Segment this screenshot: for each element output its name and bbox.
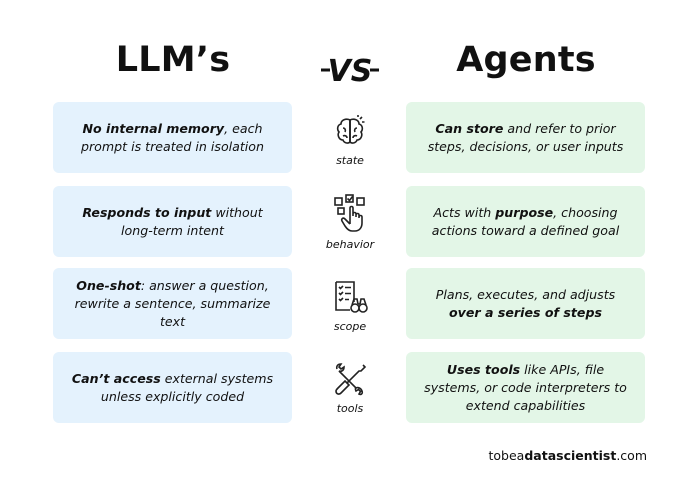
agent-tools-rest: like APIs, file systems, or code interpr… [424, 361, 627, 413]
agent-state-bold: Can store [435, 120, 504, 136]
footer-post: .com [616, 448, 647, 463]
llm-scope-bold: One-shot [76, 277, 141, 293]
row-scope-center: scope [315, 280, 385, 333]
llm-tools-bold: Can’t access [71, 370, 161, 386]
vs-text: VS [328, 54, 373, 88]
agent-behavior-bold: purpose [495, 204, 554, 220]
llm-card-tools: Can’t access external systems unless exp… [53, 352, 292, 423]
row-label-state: state [336, 154, 364, 167]
agent-scope-bold: over a series of steps [449, 304, 602, 320]
llm-title: LLM’s [115, 40, 231, 80]
agent-card-tools: Uses tools like APIs, file systems, or c… [406, 352, 645, 423]
llm-behavior-rest: without long-term intent [121, 204, 263, 238]
agents-title: Agents [456, 40, 596, 80]
llm-card-behavior: Responds to input without long-term inte… [53, 186, 292, 257]
row-label-behavior: behavior [325, 238, 375, 251]
row-behavior-center: behavior [315, 194, 385, 251]
llm-tools-rest: external systems unless explicitly coded [100, 370, 274, 404]
llm-state-rest: , each prompt is treated in isolation [81, 120, 264, 154]
agent-state-rest: and refer to prior steps, decisions, or … [427, 120, 624, 154]
llm-scope-rest: : answer a question, rewrite a sentence,… [74, 277, 271, 329]
llm-card-state: No internal memory, each prompt is treat… [53, 102, 292, 173]
llm-state-bold: No internal memory [82, 120, 225, 136]
hand-pointer-icon [334, 194, 365, 232]
wrench-screwdriver-icon [335, 363, 367, 396]
row-state-center: state [315, 114, 385, 167]
checklist-binoculars-icon [335, 281, 368, 313]
agent-scope-pre: Plans, executes, and adjusts [435, 286, 616, 302]
llm-behavior-bold: Responds to input [82, 204, 212, 220]
footer-website: tobeadatascientist.com [489, 448, 648, 463]
agent-tools-bold: Uses tools [446, 361, 521, 377]
row-label-tools: tools [336, 402, 364, 415]
agent-card-behavior: Acts with purpose, choosing actions towa… [406, 186, 645, 257]
agent-card-scope: Plans, executes, and adjusts over a seri… [406, 268, 645, 339]
brain-icon [336, 115, 365, 144]
llm-card-scope: One-shot: answer a question, rewrite a s… [53, 268, 292, 339]
row-label-scope: scope [333, 320, 367, 333]
agent-card-state: Can store and refer to prior steps, deci… [406, 102, 645, 173]
footer-bold: datascientist [524, 448, 617, 463]
vs-mark: VS [321, 54, 379, 88]
row-tools-center: tools [315, 362, 385, 415]
agent-behavior-rest: , choosing actions toward a defined goal [431, 204, 620, 238]
agent-behavior-pre: Acts with [433, 204, 496, 220]
footer-pre: tobea [488, 448, 525, 463]
